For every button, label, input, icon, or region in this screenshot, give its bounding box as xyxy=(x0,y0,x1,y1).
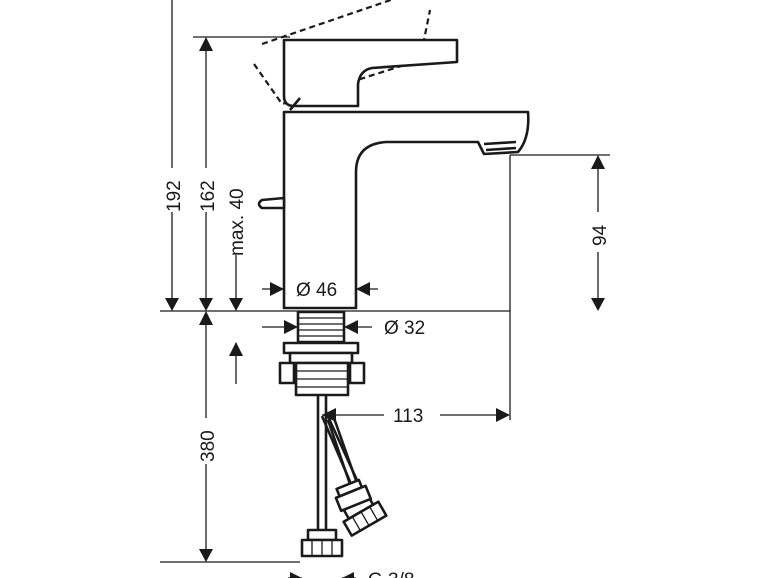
dimension-192: 192 xyxy=(160,0,185,311)
faucet-body xyxy=(257,38,530,310)
aerator xyxy=(483,140,517,152)
fixing-nut xyxy=(278,341,366,397)
dimension-192-label: 192 xyxy=(164,180,185,212)
hose-connector-left xyxy=(300,528,344,558)
hose-connector-mid xyxy=(334,478,373,513)
dimension-162: 162 xyxy=(194,37,219,311)
dimension-connection-label: G 3/8 xyxy=(368,570,414,578)
dimension-connection-g38: G 3/8 xyxy=(288,570,414,578)
dimension-diameter-46: Ø 46 xyxy=(262,280,378,301)
dimension-162-label: 162 xyxy=(198,180,219,212)
dimension-113: 113 xyxy=(322,406,510,427)
supply-hoses xyxy=(300,396,388,558)
dimension-diameter-32-label: Ø 32 xyxy=(384,318,425,339)
dimension-diameter-32: Ø 32 xyxy=(262,318,425,339)
dimension-94: 94 xyxy=(586,155,612,311)
dimension-94-label: 94 xyxy=(590,224,611,246)
dimension-380-label: 380 xyxy=(198,430,219,462)
dimension-max-40: max. 40 xyxy=(227,188,248,384)
dimension-380: 380 xyxy=(194,311,219,562)
threaded-shank xyxy=(296,310,346,344)
dimension-diameter-46-label: Ø 46 xyxy=(296,280,337,301)
spout-body xyxy=(282,110,530,310)
lever-handle xyxy=(282,38,459,108)
dimension-max-40-label: max. 40 xyxy=(227,188,248,256)
dimension-113-label: 113 xyxy=(393,406,423,427)
popup-rod xyxy=(257,196,286,210)
